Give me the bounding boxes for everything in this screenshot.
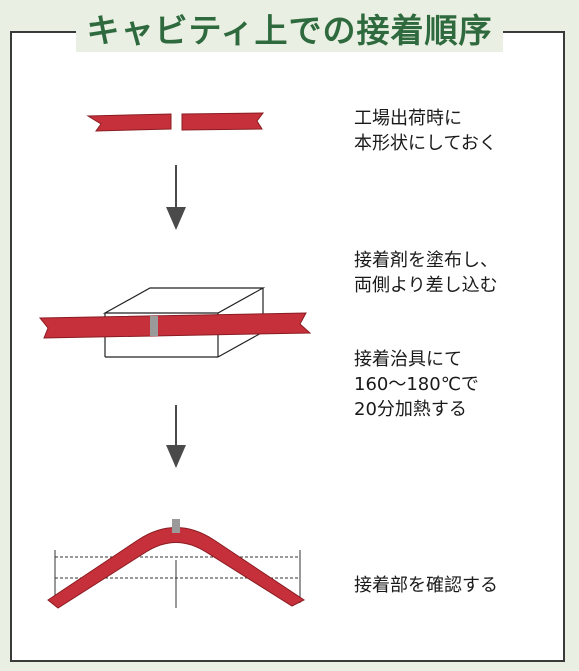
strip-left-half (86, 113, 172, 132)
arrow-down-2 (166, 405, 186, 468)
step-1-text: 工場出荷時に 本形状にしておく (354, 106, 497, 156)
step-3-line-3: 20分加熱する (354, 399, 467, 420)
step-4-line-1: 接着部を確認する (354, 575, 498, 596)
step-2-line-2: 両側より差し込む (354, 275, 498, 296)
strip-bent (47, 519, 305, 609)
step-4-text: 接着部を確認する (354, 573, 498, 598)
step-3-line-2: 160～180℃で (354, 374, 479, 395)
step-2-line-1: 接着剤を塗布し、 (354, 250, 498, 271)
strip-inserted (38, 312, 312, 339)
strip-right-half (181, 112, 265, 131)
page-title: キャビティ上での接着順序 (76, 10, 503, 52)
arrow-down-1 (166, 165, 186, 230)
title-container: キャビティ上での接着順序 (0, 10, 579, 52)
step-2-text: 接着剤を塗布し、 両側より差し込む (354, 248, 498, 298)
joint-mark-bent (172, 519, 180, 533)
step-1-line-1: 工場出荷時に (354, 108, 462, 129)
joint-mark (150, 316, 158, 336)
step-3-line-1: 接着治具にて (354, 349, 462, 370)
step-1-line-2: 本形状にしておく (354, 133, 497, 154)
step-3-text: 接着治具にて 160～180℃で 20分加熱する (354, 347, 479, 422)
